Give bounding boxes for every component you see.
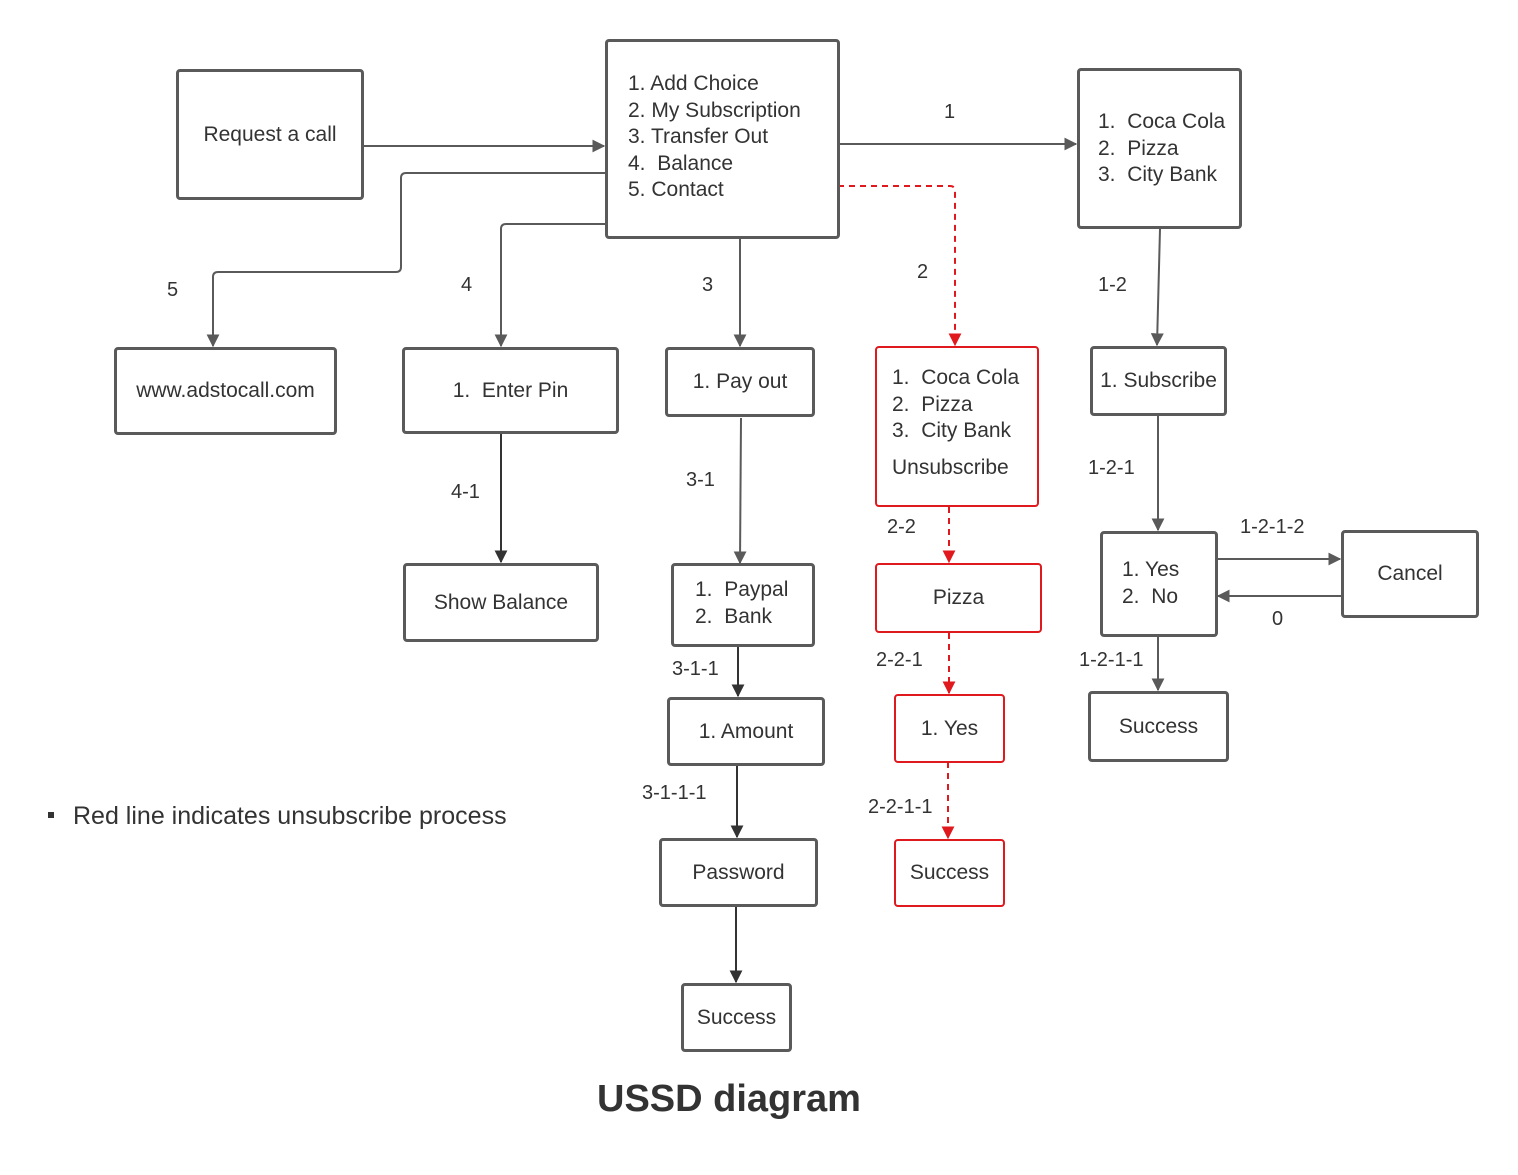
list-item: 1. Coca Cola [892, 366, 1020, 389]
node-label: Cancel [1377, 562, 1443, 585]
node-label: 1. Yes [920, 716, 979, 740]
node-main-menu: 1. Add Choice 2. My Subscription 3. Tran… [605, 39, 840, 239]
node-pay-out: 1. Pay out [665, 347, 815, 417]
edge-menu-to-enter-pin [494, 223, 606, 348]
list-item: 2. No [1122, 584, 1179, 608]
unsubscribe-label: Unsubscribe [892, 455, 1009, 479]
list-item: 3. City Bank [1098, 163, 1218, 187]
diagram-title: USSD diagram [597, 1078, 861, 1120]
edge-label-3-1-1: 3-1-1 [672, 658, 719, 680]
node-amount: 1. Amount [667, 697, 825, 766]
list-item: 1. Coca Cola [1098, 110, 1226, 133]
node-cancel: Cancel [1341, 530, 1479, 618]
node-label: Pizza [932, 586, 985, 609]
menu-item: 4. Balance [628, 151, 734, 175]
menu-item: 3. Transfer Out [628, 125, 769, 149]
legend-note-text: Red line indicates unsubscribe process [73, 802, 507, 830]
edge-brands-to-subscribe [1150, 228, 1164, 347]
list-item: 3. City Bank [892, 419, 1012, 443]
node-payment-method: 1. Paypal 2. Bank [671, 563, 815, 647]
node-label: Success [909, 861, 990, 884]
edge-label-4: 4 [461, 274, 473, 296]
edge-label-3: 3 [702, 274, 714, 296]
menu-item: 2. My Subscription [628, 98, 801, 122]
list-item: 1. Paypal [695, 578, 789, 601]
edge-menu-to-website [206, 172, 606, 348]
node-label: Show Balance [433, 590, 569, 614]
node-unsubscribe-list: 1. Coca Cola 2. Pizza 3. City Bank Unsub… [875, 346, 1039, 507]
edge-label-2-2-1-1: 2-2-1-1 [868, 796, 933, 818]
node-request-call: Request a call [176, 69, 364, 200]
edge-label-3-1-1-1: 3-1-1-1 [642, 782, 707, 804]
edge-label-1-2-1: 1-2-1 [1088, 457, 1135, 479]
node-brand-list: 1. Coca Cola 2. Pizza 3. City Bank [1077, 68, 1242, 229]
node-confirm: 1. Yes 2. No [1100, 531, 1218, 637]
list-item: 2. Pizza [1098, 136, 1179, 160]
legend-note: Red line indicates unsubscribe process [48, 802, 507, 831]
list-item: 1. Yes [1122, 558, 1180, 581]
node-label: 1. Pay out [692, 370, 788, 393]
edge-label-5: 5 [167, 279, 179, 301]
list-item: 2. Pizza [892, 392, 973, 416]
node-success-unsubscribe: Success [894, 839, 1005, 907]
edge-menu-to-unsub [838, 185, 962, 347]
edge-label-1-2: 1-2 [1098, 274, 1127, 296]
edge-label-2-2-1: 2-2-1 [876, 649, 923, 671]
node-label: 1. Amount [698, 719, 794, 743]
node-label: 1. Subscribe [1100, 369, 1217, 392]
menu-item: 5. Contact [628, 178, 724, 202]
node-show-balance: Show Balance [403, 563, 599, 642]
node-label: Password [692, 860, 785, 884]
node-label: Request a call [203, 122, 337, 146]
node-label: www.adstocall.com [136, 379, 315, 402]
node-subscribe: 1. Subscribe [1090, 346, 1227, 416]
edge-label-4-1: 4-1 [451, 481, 480, 503]
menu-item: 1. Add Choice [628, 72, 759, 95]
edge-label-3-1: 3-1 [686, 469, 715, 491]
edge-label-2: 2 [917, 261, 929, 283]
edge-label-2-2: 2-2 [887, 516, 916, 538]
node-unsubscribe-yes: 1. Yes [894, 694, 1005, 763]
node-label: Success [696, 1005, 777, 1029]
edge-payout-to-method [733, 417, 747, 565]
node-success-transfer: Success [681, 983, 792, 1052]
list-item: 2. Bank [695, 604, 773, 628]
edge-label-1-2-1-2: 1-2-1-2 [1240, 516, 1305, 538]
edge-label-1-2-1-1: 1-2-1-1 [1079, 649, 1144, 671]
bullet-icon [48, 812, 54, 819]
node-label: 1. Enter Pin [452, 378, 569, 402]
node-enter-pin: 1. Enter Pin [402, 347, 619, 434]
edge-label-1: 1 [944, 101, 956, 123]
edge-label-0: 0 [1272, 608, 1284, 630]
node-success-subscribe: Success [1088, 691, 1229, 762]
node-password: Password [659, 838, 818, 907]
node-pizza: Pizza [875, 563, 1042, 633]
node-label: Success [1118, 714, 1199, 738]
node-website: www.adstocall.com [114, 347, 337, 435]
